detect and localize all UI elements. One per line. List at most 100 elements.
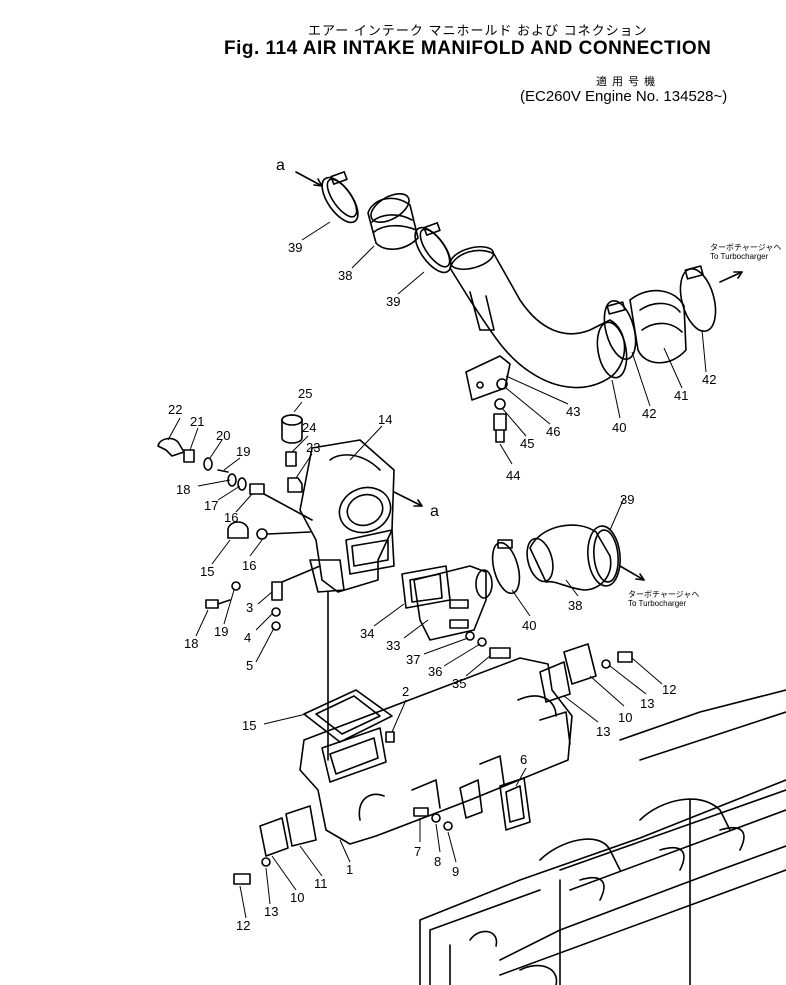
bolt-3 [271,581,283,601]
hose-clamp-37 [587,525,621,587]
callout: 16 [224,510,238,525]
callout: 36 [428,664,442,679]
washer-17 [256,528,268,540]
bolt-12-left [233,873,251,885]
callout: 9 [452,864,459,879]
hose-clamp-39a [321,176,359,224]
callout-labels: 39 38 39 40 42 41 42 43 46 45 44 14 25 2… [168,157,716,933]
callout: 4 [244,630,251,645]
callout: 12 [662,682,676,697]
gasket-6 [499,777,531,831]
turbo-note-mid-jp: ターボチャージャヘ [628,590,700,599]
view-a-arrow-mid [393,491,423,507]
callout: 39 [386,294,400,309]
turbo-note-top-en: To Turbocharger [710,252,769,261]
bolt-7 [413,807,429,817]
applicable-label-jp: 適 用 号 機 [596,76,657,88]
fitting-28 [285,451,297,467]
plug-16 [227,521,249,539]
callout: 15 [200,564,214,579]
callout: 1 [346,862,353,877]
cover-10-right [563,643,597,685]
callout: 46 [546,424,560,439]
washer-13-left [261,857,271,867]
callout: 18 [184,636,198,651]
callout: 33 [386,638,400,653]
view-a-label-mid: a [430,503,439,520]
cover-10-left [259,817,289,857]
oring-21 [237,477,247,491]
callout: 19 [214,624,228,639]
turbo-note-mid: ターボチャージャヘ To Turbocharger [628,590,699,608]
bolt-18 [205,599,219,609]
callout: 6 [520,752,527,767]
bolt-12-right [617,651,633,663]
washer-8 [431,813,441,823]
hose-41 [629,289,687,364]
washer-13-right [601,659,611,669]
callout: 16 [242,558,256,573]
washer-5 [271,621,281,631]
bracket-43 [465,355,511,401]
washer-4 [271,607,281,617]
turbo-note-top-jp: ターボチャージャヘ [710,243,782,252]
hose-clamp-36 [491,541,521,595]
elbow-hose-35 [529,524,612,591]
figure-title: Fig. 114 AIR INTAKE MANIFOLD AND CONNECT… [224,38,712,59]
turbo-note-top: ターボチャージャヘ To Turbocharger [710,243,781,261]
callout: 42 [642,406,656,421]
callout: 40 [522,618,536,633]
callout: 14 [378,412,392,427]
gasket-11-left [285,805,317,847]
callout: 7 [414,844,421,859]
intake-housing-14 [299,439,395,593]
fitting-20 [249,483,265,495]
view-a-label-top: a [276,157,285,174]
turbo-arrow-top [719,271,743,283]
hose-38 [367,197,419,250]
callout: 38 [568,598,582,613]
callout: 15 [242,718,256,733]
washer-24 [203,457,213,471]
callout: 38 [338,268,352,283]
washer-9 [443,821,453,831]
washer-46 [496,378,508,390]
callout: 13 [264,904,278,919]
callout: 12 [236,918,250,933]
pin-23 [217,469,229,473]
turbo-arrow-mid [619,565,645,581]
callout: 17 [204,498,218,513]
callout: 40 [612,420,626,435]
callout: 5 [246,658,253,673]
callout: 37 [406,652,420,667]
callout: 21 [190,414,204,429]
washer-19 [231,581,241,591]
callout: 2 [402,684,409,699]
callout: 22 [168,402,182,417]
callout: 20 [216,428,230,443]
elbow-27 [287,477,303,493]
callout: 34 [360,626,374,641]
callout: 18 [176,482,190,497]
cap-29 [281,414,303,444]
fitting-2 [385,731,395,743]
callout: 42 [702,372,716,387]
callout: 44 [506,468,520,483]
gasket-11-right [539,661,571,703]
callout: 41 [674,388,688,403]
applicable-engine: (EC260V Engine No. 134528~) [520,88,728,105]
washer-45 [494,398,506,410]
callout: 10 [290,890,304,905]
view-a-arrow-top [295,171,323,187]
nut-25 [183,449,195,463]
callout: 11 [314,876,328,891]
callout: 19 [236,444,250,459]
intake-manifold-1 [299,657,573,845]
washer-33 [477,637,487,647]
bolt-44 [493,413,507,443]
callout: 3 [246,600,253,615]
gasket-15 [303,689,393,743]
washer-34 [465,631,475,641]
callout: 13 [596,724,610,739]
elbow-26 [157,437,185,457]
